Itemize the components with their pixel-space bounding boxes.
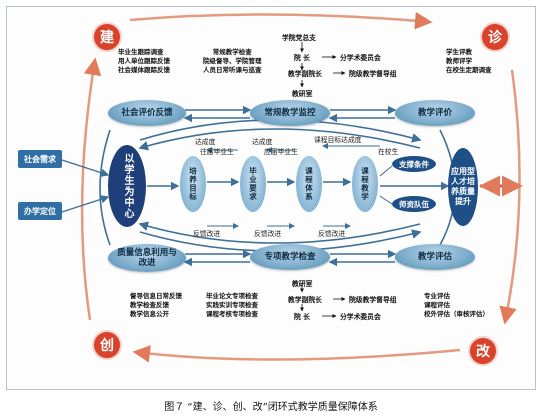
label-in-school: 在校生 <box>378 148 399 156</box>
label-fb3: 反馈改进 <box>318 230 346 238</box>
student-center-ellipse: 以学生为中心 <box>108 145 146 227</box>
loop-left-arrow <box>80 57 102 321</box>
label-track: 往届毕业生 <box>200 148 234 156</box>
corner-chuang: 创 <box>92 330 122 360</box>
inner-arc-top2 <box>138 128 421 151</box>
talent-quality-ellipse: 应用型人才培养质量提升 <box>448 148 478 226</box>
label-fb1: 反馈改进 <box>193 230 221 238</box>
inner-arc-left <box>99 129 111 246</box>
org-vice-dean-top: 教学副院长 <box>288 70 322 78</box>
pill-course-teaching: 课程教学 <box>352 156 378 212</box>
block-bot-right: 专业评估课程评估校外评估（审核评估） <box>424 292 489 318</box>
teaching-assess-ellipse: 教学评估 <box>395 244 475 270</box>
org-dean-top: 院 长 <box>294 54 310 62</box>
org-vice-dean-bot: 教学副院长 <box>288 296 322 304</box>
block-top-left: 毕业生跟踪调查用人单位跟踪反馈社会媒体跟踪反馈 <box>118 48 170 74</box>
org-supervisor-bot: 院级教学督导组 <box>349 296 397 304</box>
social-demand-box: 社会需求 <box>18 150 62 168</box>
faculty-box: 师资队伍 <box>392 196 436 212</box>
teaching-eval-ellipse: 教学评价 <box>395 100 475 126</box>
block-top-mid: 常规教学检查院级督导、学院管理人员日常听课与巡查 <box>203 48 262 74</box>
label-fb2: 反馈改进 <box>254 230 282 238</box>
corner-gai: 改 <box>468 336 498 366</box>
corner-zhen: 诊 <box>480 22 510 52</box>
pill-training-goal: 培养目标 <box>180 156 206 212</box>
corner-jian: 建 <box>92 22 122 52</box>
school-position-box: 办学定位 <box>18 202 62 220</box>
pill-grad-req: 毕业要求 <box>240 156 266 212</box>
figure-caption: 图７ “建、诊、创、改”闭环式教学质量保障体系 <box>164 402 378 413</box>
label-achieve1: 达成度 <box>195 138 216 146</box>
pill-curriculum: 课程体系 <box>296 156 322 212</box>
org-party-branch: 学院党总支 <box>282 34 316 42</box>
routine-monitor-ellipse: 常规教学监控 <box>250 100 330 126</box>
org-office-bot: 教研室 <box>292 280 313 288</box>
inner-arc-bot2 <box>138 221 421 244</box>
loop-right-arrow <box>499 69 521 325</box>
support-box: 支撑条件 <box>392 156 436 172</box>
loop-top-arrow <box>129 11 433 30</box>
label-achieve2: 达成度 <box>252 138 273 146</box>
block-bot-mid: 毕业论文专项检查实践实训专项检查课程考核专项检查 <box>206 292 258 318</box>
org-expert-top: 分学术委员会 <box>340 54 381 62</box>
social-eval-ellipse: 社会评价反馈 <box>108 100 186 126</box>
org-dean-bot: 院 长 <box>294 313 310 321</box>
special-check-ellipse: 专项教学检查 <box>250 244 330 270</box>
org-supervisor-top: 院级教学督导组 <box>349 70 397 78</box>
org-expert-bot: 分学术委员会 <box>340 313 381 321</box>
quality-info-ellipse: 质量信息利用与改进 <box>108 244 186 272</box>
label-current: 应届毕业生 <box>264 148 298 156</box>
loop-bottom-arrow <box>132 345 461 363</box>
block-bot-left: 督导信息日常反馈教学检查反馈教学信息公开 <box>130 292 182 318</box>
label-course-goal: 课程目标达成度 <box>314 136 362 144</box>
block-top-right: 学生评教教师评学在校生定期调查 <box>446 48 492 74</box>
org-office-top: 教研室 <box>292 90 313 98</box>
